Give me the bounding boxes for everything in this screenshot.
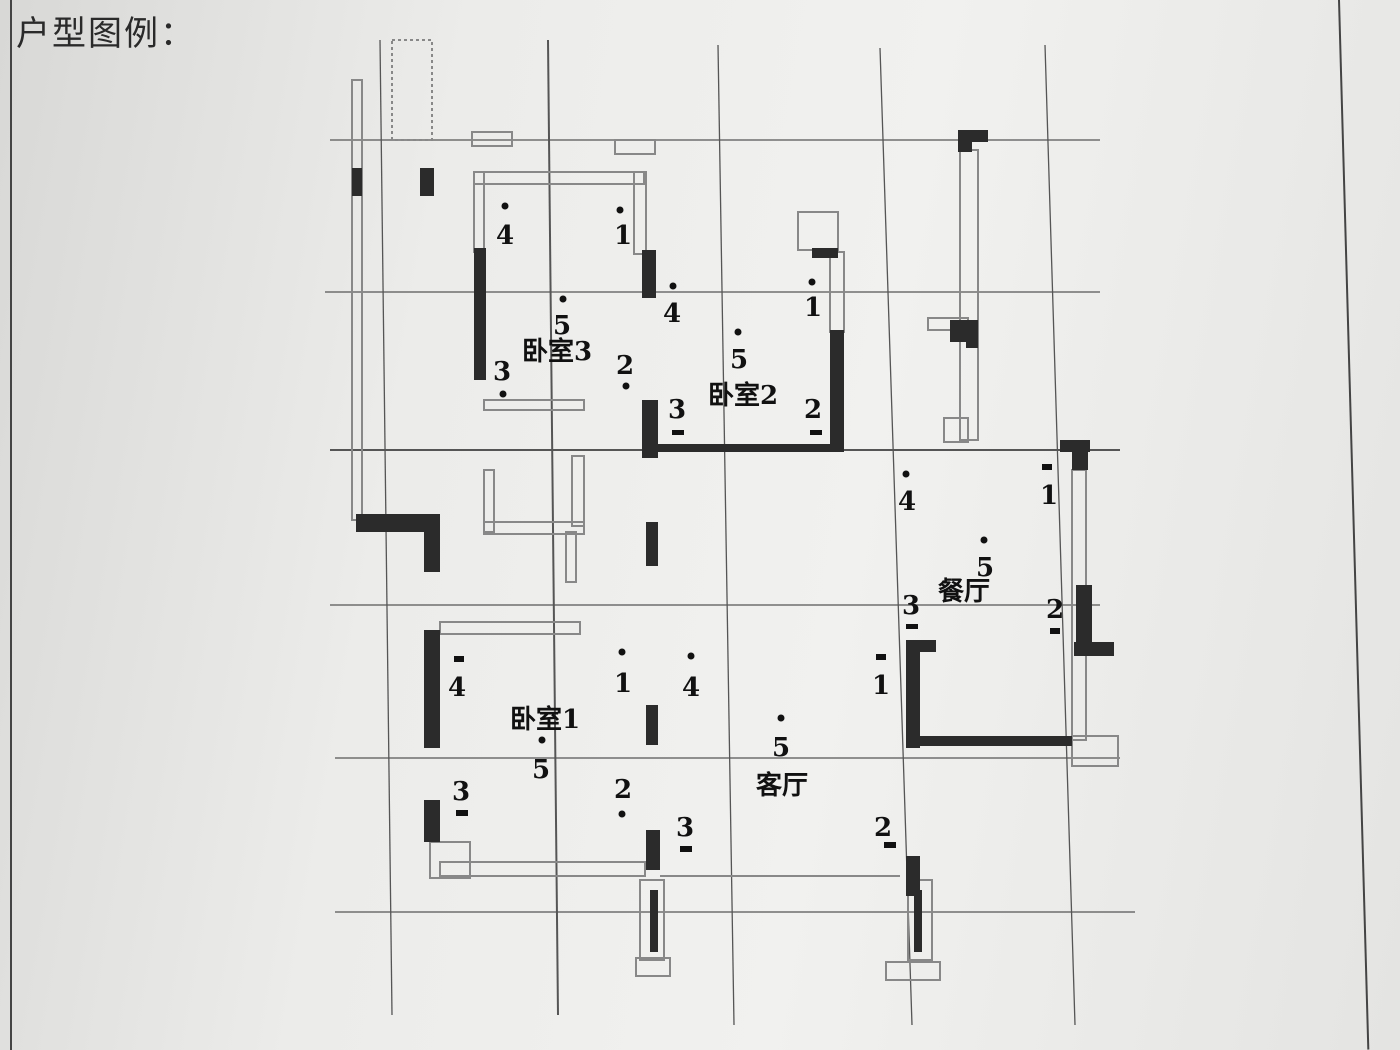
marker-bedroom-1-4: 4 — [448, 673, 466, 703]
marker-living-room-1: 1 — [872, 671, 890, 701]
marker-living-room-4: 4 — [682, 673, 700, 703]
marker-dining-room-1: 1 — [1040, 481, 1058, 511]
thick-walls — [352, 130, 1114, 952]
marker-bedroom-3-3: 3 — [493, 357, 511, 387]
marker-dining-room-2: 2 — [1046, 595, 1064, 625]
page-title: 户型图例： — [16, 14, 196, 54]
markers-bedroom-2: 1 2 3 4 5 — [663, 293, 822, 425]
marker-bedroom-2-1: 1 — [804, 293, 822, 323]
room-labels: 卧室3 卧室2 卧室1 客厅 餐厅 — [510, 336, 990, 801]
marker-living-room-3: 3 — [676, 813, 694, 843]
marker-bedroom-2-5: 5 — [730, 345, 748, 375]
marker-bedroom-2-4: 4 — [663, 299, 681, 329]
markers-dining-room: 1 2 3 4 5 — [898, 481, 1064, 625]
marker-dots — [454, 202, 1060, 852]
left-border-line — [10, 0, 12, 1050]
marker-living-room-2: 2 — [874, 813, 892, 843]
markers-bedroom-3: 1 2 3 4 5 — [493, 221, 634, 387]
marker-bedroom-1-2: 2 — [614, 775, 632, 805]
room-label-bedroom-2: 卧室2 — [708, 380, 778, 411]
marker-bedroom-3-2: 2 — [616, 351, 634, 381]
marker-dining-room-4: 4 — [898, 487, 916, 517]
room-label-bedroom-3: 卧室3 — [522, 336, 592, 367]
marker-bedroom-1-3: 3 — [452, 777, 470, 807]
marker-dining-room-3: 3 — [902, 591, 920, 621]
markers-bedroom-1: 1 2 3 4 5 — [448, 669, 632, 807]
marker-dining-room-5: 5 — [976, 553, 994, 583]
room-label-dining-room: 餐厅 — [938, 577, 990, 607]
marker-bedroom-2-2: 2 — [804, 395, 822, 425]
marker-bedroom-3-5: 5 — [553, 311, 571, 341]
room-label-bedroom-1: 卧室1 — [510, 704, 580, 735]
marker-bedroom-2-3: 3 — [668, 395, 686, 425]
room-label-living-room: 客厅 — [756, 770, 808, 801]
thin-walls — [351, 39, 1119, 981]
marker-bedroom-3-4: 4 — [496, 221, 514, 251]
marker-bedroom-1-5: 5 — [532, 755, 550, 785]
marker-bedroom-3-1: 1 — [614, 221, 632, 251]
markers-living-room: 1 2 3 4 5 — [676, 671, 892, 843]
marker-bedroom-1-1: 1 — [614, 669, 632, 699]
marker-living-room-5: 5 — [772, 733, 790, 763]
